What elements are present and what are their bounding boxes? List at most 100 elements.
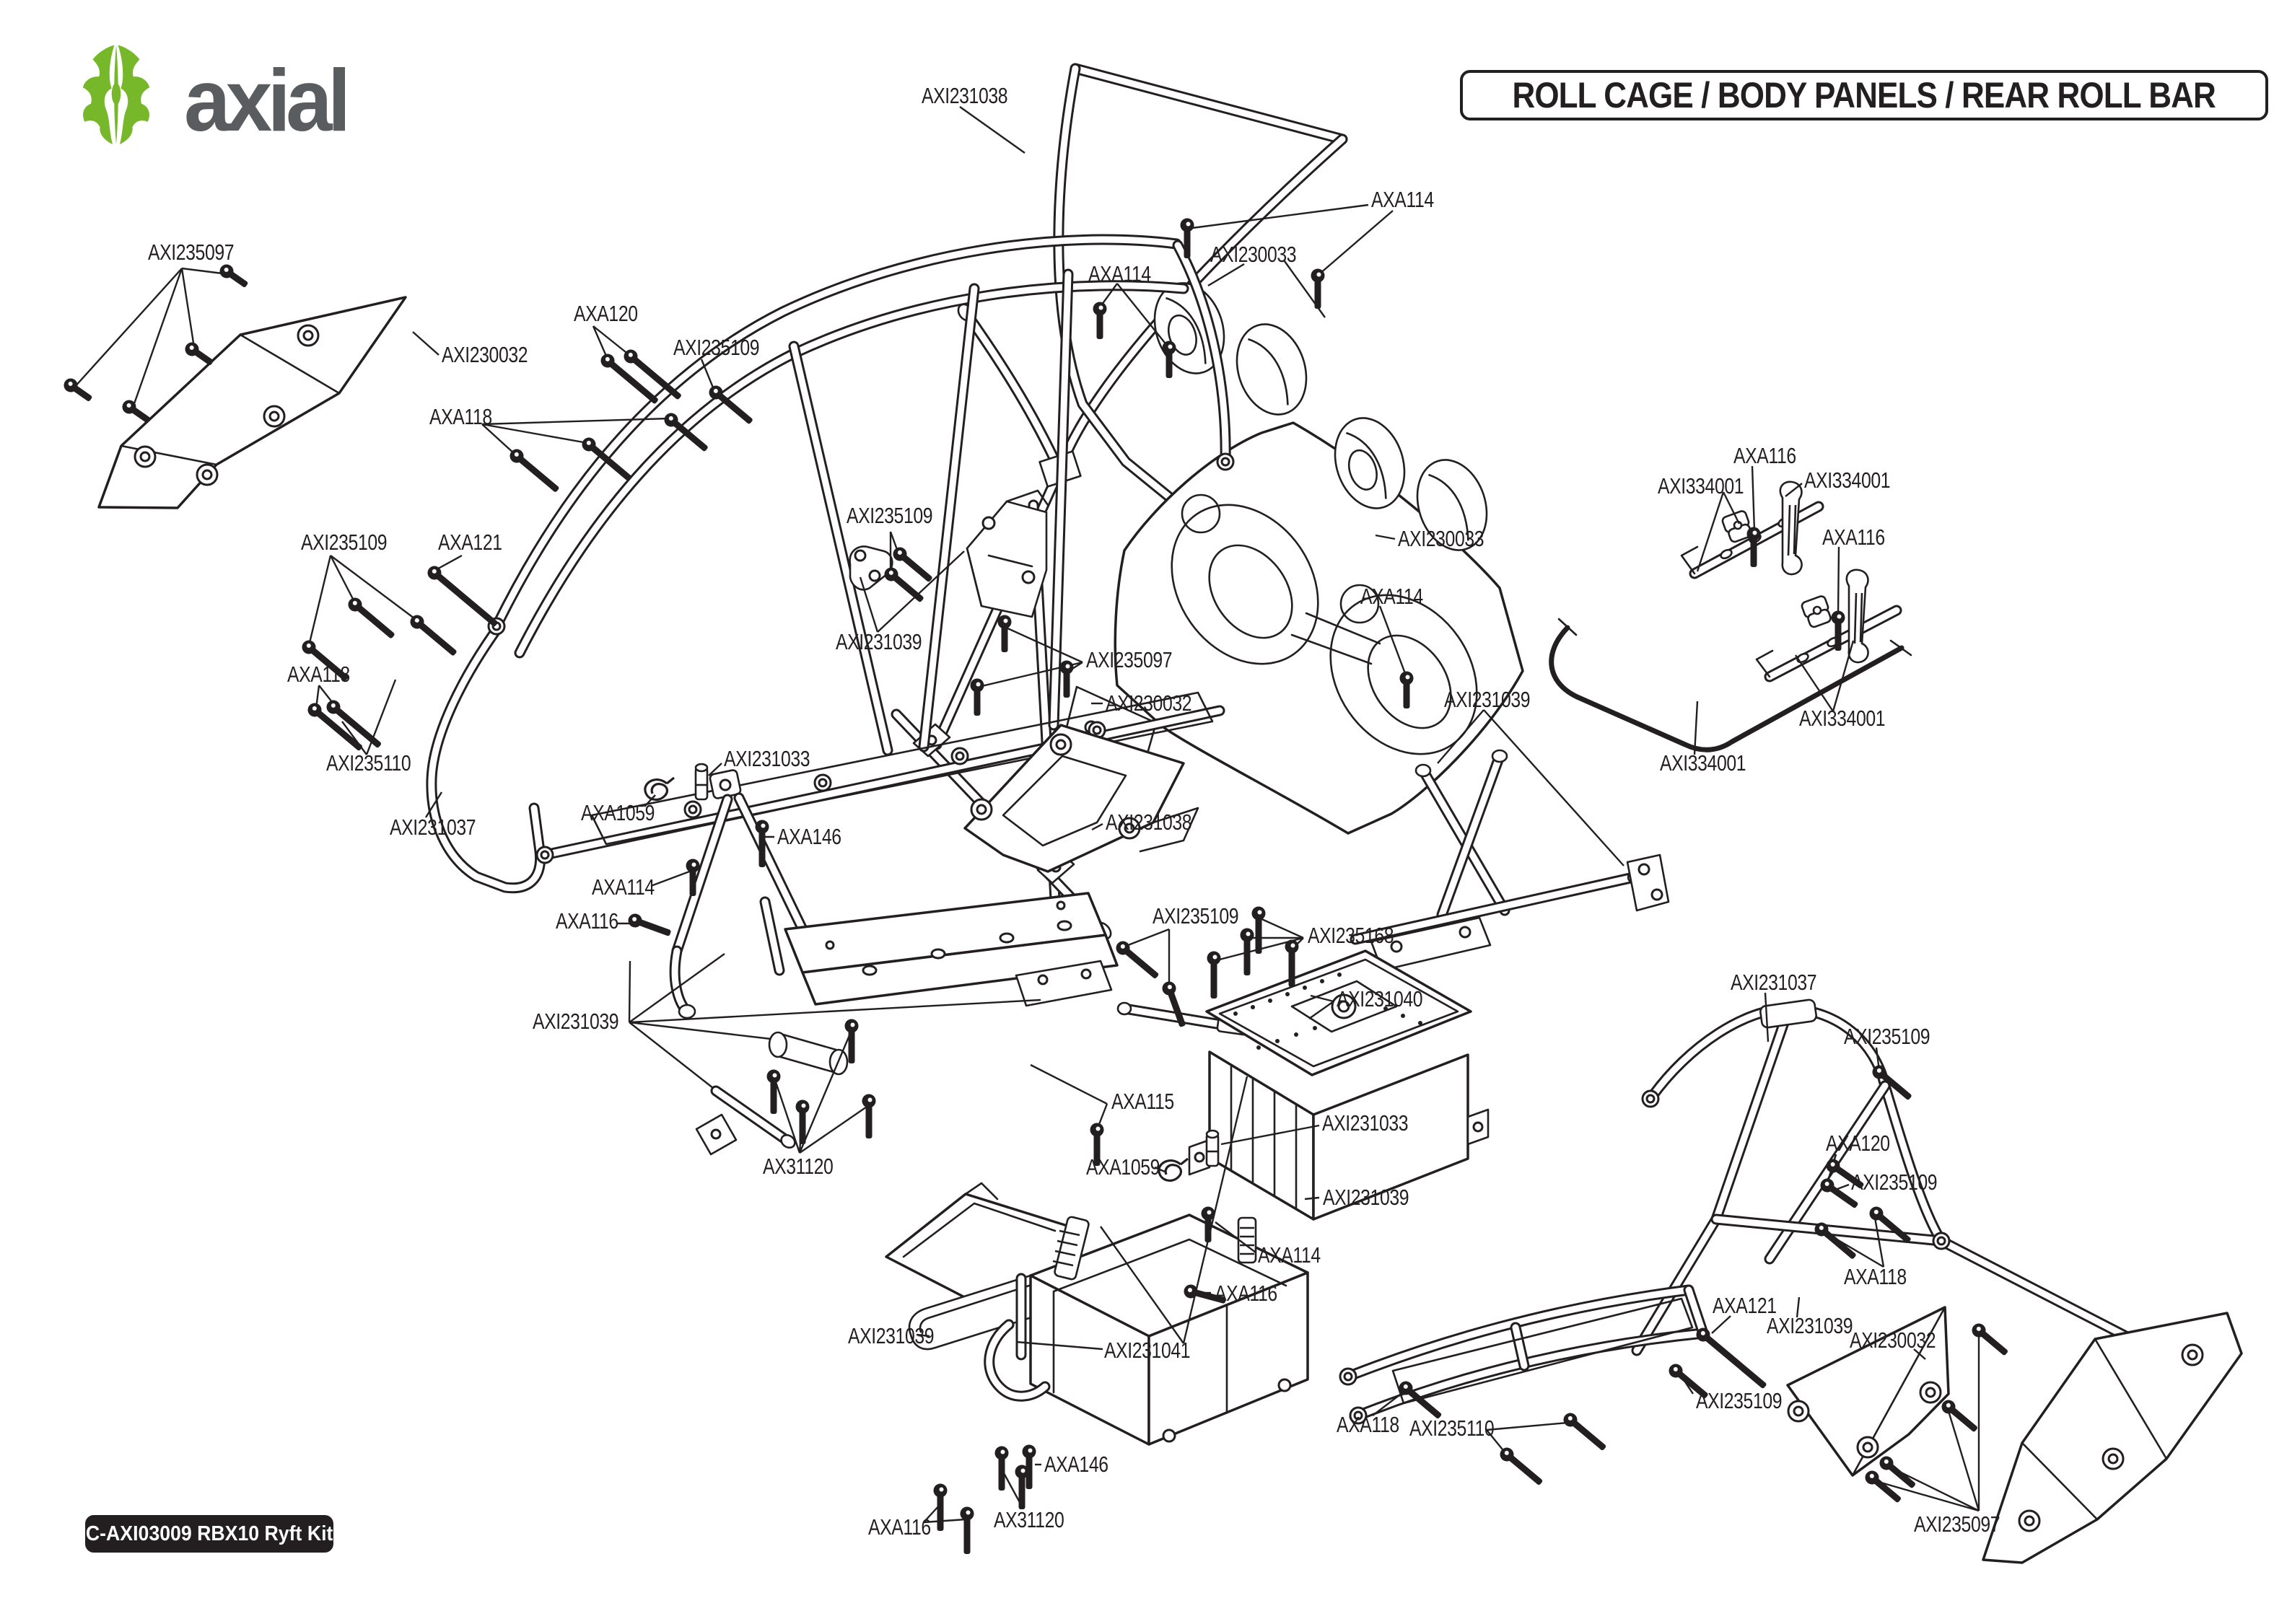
leader-line [1091, 822, 1103, 831]
screw-glyph [1941, 1400, 1977, 1432]
screw-glyph [1746, 527, 1761, 567]
leader-line [1375, 534, 1396, 540]
part-label: AXA118 [287, 662, 350, 687]
part-label: AXI230032 [1106, 690, 1192, 716]
screw-glyph [1184, 1284, 1226, 1304]
screw-glyph [1563, 1413, 1606, 1451]
leader-line [629, 1021, 771, 1040]
screw-glyph [970, 678, 984, 716]
brand-logo: axial [69, 40, 354, 148]
leader-line [629, 998, 1041, 1024]
leader-line [412, 331, 440, 356]
leader-line [1215, 1221, 1256, 1253]
part-label: AXI235110 [1409, 1415, 1495, 1441]
part-label: AXA120 [574, 301, 638, 326]
leader-line [916, 1333, 930, 1338]
part-label: AXI235168 [1308, 923, 1394, 948]
leader-line [1873, 1479, 1980, 1512]
leader-line [1796, 1296, 1801, 1318]
screw-glyph [326, 700, 382, 748]
screw-glyph [1500, 1447, 1543, 1485]
leader-line [799, 1105, 870, 1154]
part-label: AXI231033 [724, 746, 810, 771]
screw-glyph [628, 913, 671, 936]
battery-box-art [885, 1182, 1309, 1446]
leader-line [1486, 1429, 1506, 1454]
leader-line [1764, 992, 1770, 1043]
part-label: AXA146 [1044, 1452, 1108, 1477]
screw-glyph [348, 597, 395, 638]
leader-line [1722, 491, 1741, 524]
body-panel-left-art [97, 296, 407, 509]
screw-glyph [1116, 941, 1159, 979]
screw-glyph [1093, 302, 1107, 339]
leader-line [798, 1030, 853, 1154]
leader-line [1913, 1348, 1926, 1360]
part-label: AXI231039 [1323, 1185, 1409, 1210]
leader-line [1030, 1063, 1108, 1105]
kit-badge-text: C-AXI03009 RBX10 Ryft Kit [85, 1522, 333, 1545]
part-label: AXI231039 [836, 629, 922, 654]
screw-glyph [1972, 1323, 2008, 1356]
screw-glyph [893, 547, 932, 582]
leader-line [481, 423, 516, 455]
leader-line [629, 1022, 714, 1089]
part-label: AXI334001 [1799, 706, 1886, 731]
leader-line [774, 1079, 801, 1154]
part-label: AXA116 [556, 908, 618, 934]
leader-line [708, 763, 722, 776]
mount-bracket-art [849, 489, 1049, 618]
part-label: AXI231039 [1444, 687, 1531, 712]
screw-glyph [884, 567, 924, 602]
leader-line [1304, 1196, 1320, 1201]
leader-line [1182, 1076, 1248, 1344]
leader-line [1005, 626, 1083, 664]
part-label: AXI230032 [442, 342, 528, 367]
screw-glyph [219, 264, 248, 288]
part-label: AXI231041 [1104, 1338, 1191, 1363]
screw-glyph [1162, 981, 1186, 1027]
leader-line [424, 791, 443, 818]
part-label: AXI235097 [1086, 647, 1173, 672]
screw-glyph [755, 820, 769, 867]
leader-line [959, 106, 1026, 154]
leader-line [1207, 263, 1245, 287]
leader-line [1693, 701, 1699, 755]
body-clip-glyph [644, 776, 675, 801]
screw-glyph [302, 640, 349, 681]
screw-glyph [862, 1094, 876, 1138]
leader-line [923, 1518, 966, 1524]
axial-wordmark: axial [184, 51, 351, 149]
leader-line [307, 555, 332, 646]
part-label: AXI334001 [1804, 468, 1891, 493]
leader-line [592, 325, 630, 356]
body-post-glyph [694, 763, 709, 801]
part-label: AXI231038 [1106, 809, 1192, 835]
leader-line [341, 721, 367, 755]
part-label: AXA120 [1826, 1131, 1890, 1156]
part-label: AXA114 [1258, 1242, 1321, 1268]
leader-line [1873, 1217, 1885, 1268]
body-post-glyph [1205, 1129, 1220, 1167]
part-label: AXI235109 [301, 530, 388, 555]
leader-line [1100, 1226, 1184, 1344]
screw-glyph [1814, 1222, 1856, 1259]
leader-line [592, 325, 609, 360]
leader-line [1751, 465, 1756, 532]
screw-glyph [1865, 1470, 1901, 1503]
part-label: AXA118 [429, 404, 492, 429]
screw-glyph [600, 354, 658, 404]
screw-glyph [686, 859, 700, 896]
part-label: AXA114 [1088, 261, 1151, 286]
screw-glyph [1059, 660, 1074, 698]
part-label: AXI231039 [848, 1323, 935, 1348]
part-label: AXI235109 [1153, 903, 1239, 929]
screw-glyph [766, 1069, 781, 1114]
screw-glyph [795, 1100, 810, 1144]
screw-glyph [624, 349, 681, 400]
leader-line [1015, 1340, 1103, 1351]
screw-glyph [994, 1446, 1009, 1491]
screw-glyph [307, 703, 363, 751]
part-label: AXI231033 [1322, 1110, 1409, 1136]
